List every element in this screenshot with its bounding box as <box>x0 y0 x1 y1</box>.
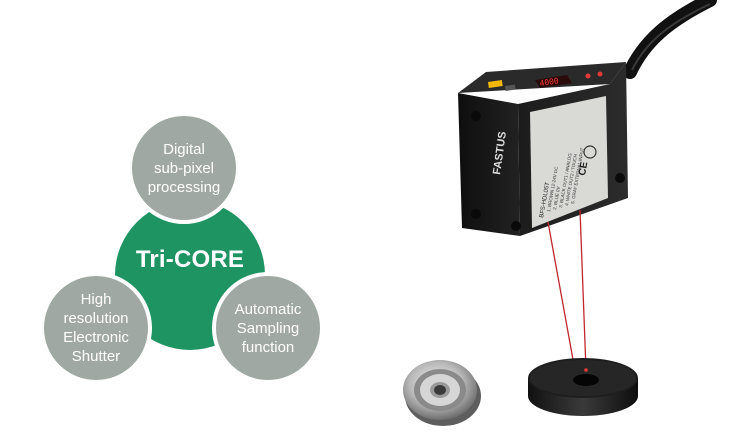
label-line-2: 2. BLUE 0V <box>552 186 561 210</box>
mount-hole-icon <box>471 111 481 121</box>
tri-core-label: Tri-CORE <box>135 246 245 273</box>
ce-mark-icon: CE <box>577 161 590 177</box>
sensor-product-illustration: 4000 FASTUS BFS-HDL05T 1. BROWN 12-24V D… <box>403 0 717 426</box>
feature-label-subpixel: Digital sub-pixel processing <box>147 140 221 196</box>
sensor-body: 4000 FASTUS BFS-HDL05T 1. BROWN 12-24V D… <box>458 62 628 236</box>
set-button-icon <box>504 84 516 91</box>
brand-logo-text: FASTUS <box>491 131 509 176</box>
feature-label-shutter: High resolution Electronic Shutter <box>63 291 129 365</box>
sensor-display <box>535 75 572 88</box>
feature-label-sampling: Automatic Sampling function <box>234 300 302 356</box>
feature-circle-sampling: Automatic Sampling function <box>212 272 324 384</box>
rubber-washer-illustration <box>528 358 638 416</box>
sensor-label-panel <box>530 96 608 228</box>
feature-circle-subpixel: Digital sub-pixel processing <box>128 112 240 224</box>
status-led-icon <box>488 80 503 88</box>
feature-circle-shutter: High resolution Electronic Shutter <box>40 272 152 384</box>
certification-mark-icon <box>583 145 597 159</box>
ball-bearing-illustration <box>403 360 481 426</box>
display-readout: 4000 <box>539 76 560 88</box>
laser-beam-right <box>579 209 587 371</box>
laser-beam-left <box>547 221 577 377</box>
out-led-icon <box>585 73 591 79</box>
laser-spot-icon <box>584 368 588 372</box>
